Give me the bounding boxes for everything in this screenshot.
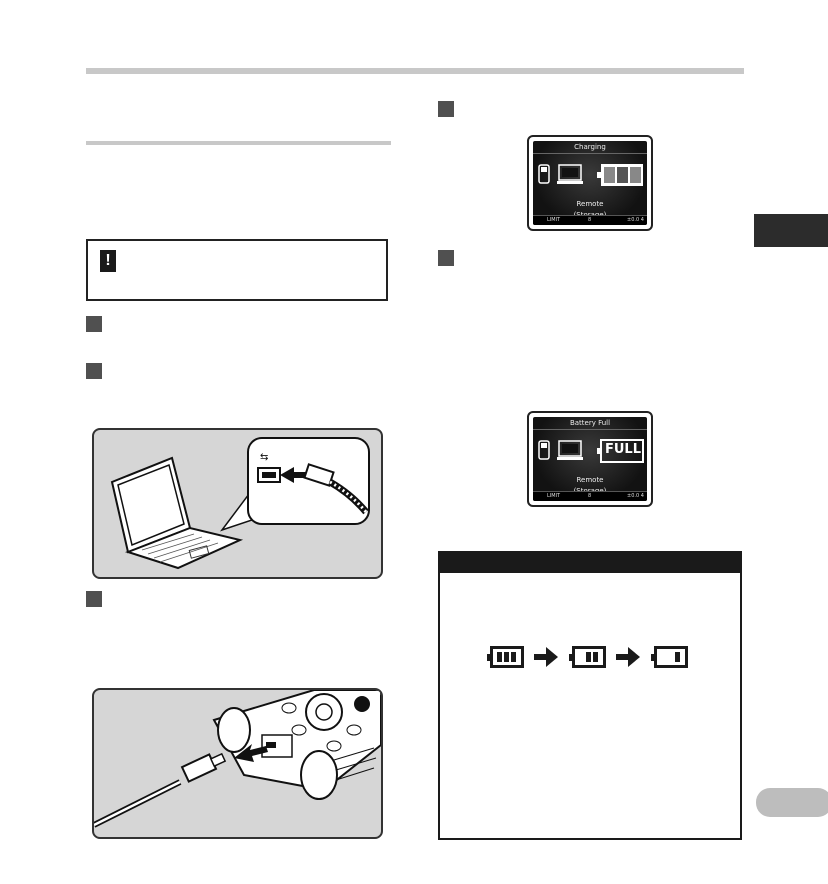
- laptop-usb-drawing: ⇆: [110, 437, 370, 570]
- status-limit: LIMIT: [547, 217, 561, 223]
- lcd-charging-title: Charging: [533, 143, 647, 154]
- battery-one-bar-icon: [651, 646, 688, 668]
- charging-icons: [538, 164, 643, 186]
- status-right: ±0.0 4: [627, 217, 644, 223]
- section-divider: [86, 141, 391, 145]
- battery-two-bars-icon: [569, 646, 606, 668]
- full-icons: [538, 439, 644, 463]
- battery-info-box: [438, 551, 742, 840]
- lcd-full-label: FULL: [604, 442, 641, 457]
- lcd-charging-statusbar: LIMIT 8 ±0.0 4: [533, 215, 647, 225]
- step-marker: [86, 363, 102, 379]
- arrow-right-icon: [616, 647, 640, 667]
- lcd-full-line1: Remote: [576, 476, 604, 484]
- page-number-tab: [756, 788, 828, 817]
- lcd-full-frame: Battery Full FULL Remote (Storage) LIMIT…: [527, 411, 653, 507]
- step-marker: [86, 591, 102, 607]
- arrow-right-icon: [534, 647, 558, 667]
- status-mid: 8: [588, 493, 592, 499]
- step-marker: [438, 250, 454, 266]
- chapter-tab[interactable]: [754, 214, 828, 247]
- step-marker: [86, 316, 102, 332]
- recorder-usb-drawing: [94, 690, 381, 828]
- lcd-charging-line1: Remote: [576, 200, 604, 208]
- lcd-charging-frame: Charging Remote (Storage) LIMIT 8 ±0.0 4: [527, 135, 653, 231]
- battery-info-header: [438, 551, 742, 573]
- battery-sequence: [487, 644, 690, 670]
- status-mid: 8: [588, 217, 592, 223]
- status-limit: LIMIT: [547, 493, 561, 499]
- battery-full-icon: [487, 646, 524, 668]
- top-divider: [86, 68, 744, 74]
- lcd-full-title: Battery Full: [533, 419, 647, 430]
- caution-box: [86, 239, 388, 301]
- lcd-full-statusbar: LIMIT 8 ±0.0 4: [533, 491, 647, 501]
- recorder-usb-illustration: [92, 688, 383, 839]
- caution-icon: !: [100, 250, 116, 272]
- step-marker: [438, 101, 454, 117]
- svg-text:⇆: ⇆: [260, 452, 268, 463]
- lcd-full-screen: Battery Full FULL Remote (Storage) LIMIT…: [533, 417, 647, 501]
- laptop-usb-illustration: ⇆: [92, 428, 383, 579]
- status-right: ±0.0 4: [627, 493, 644, 499]
- lcd-charging-screen: Charging Remote (Storage) LIMIT 8 ±0.0 4: [533, 141, 647, 225]
